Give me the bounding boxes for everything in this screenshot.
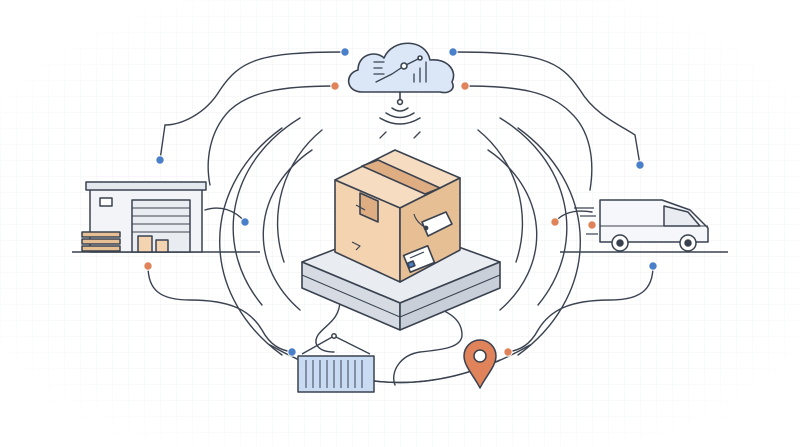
node-dot <box>503 347 513 357</box>
node-dot <box>287 347 297 357</box>
speed-lines <box>574 207 598 235</box>
node-dot <box>143 261 153 271</box>
node-dot <box>460 81 470 91</box>
node-dot <box>240 217 250 227</box>
node-dot <box>550 217 560 227</box>
connection-arcs <box>218 117 582 384</box>
connection-dots <box>143 47 658 357</box>
node-dot <box>635 160 645 170</box>
accent-ticks <box>379 131 421 139</box>
delivery-van-icon <box>574 199 709 252</box>
location-pin-icon <box>463 339 497 389</box>
wireless-signal-icon <box>379 107 421 125</box>
routing-lines <box>147 51 654 386</box>
pallet-stack-icon <box>81 231 121 252</box>
shipping-label-icon <box>402 244 436 274</box>
node-dot <box>330 81 340 91</box>
node-dot <box>155 155 165 165</box>
node-dot <box>648 261 658 271</box>
node-dot <box>340 47 350 57</box>
parcel-box-icon <box>334 149 461 283</box>
node-dot <box>587 220 597 230</box>
warehouse-icon <box>81 181 207 253</box>
shipping-container-icon <box>297 333 375 393</box>
cloud-analytics-icon <box>347 42 455 106</box>
node-dot <box>448 47 458 57</box>
hang-tag-icon <box>413 211 453 237</box>
